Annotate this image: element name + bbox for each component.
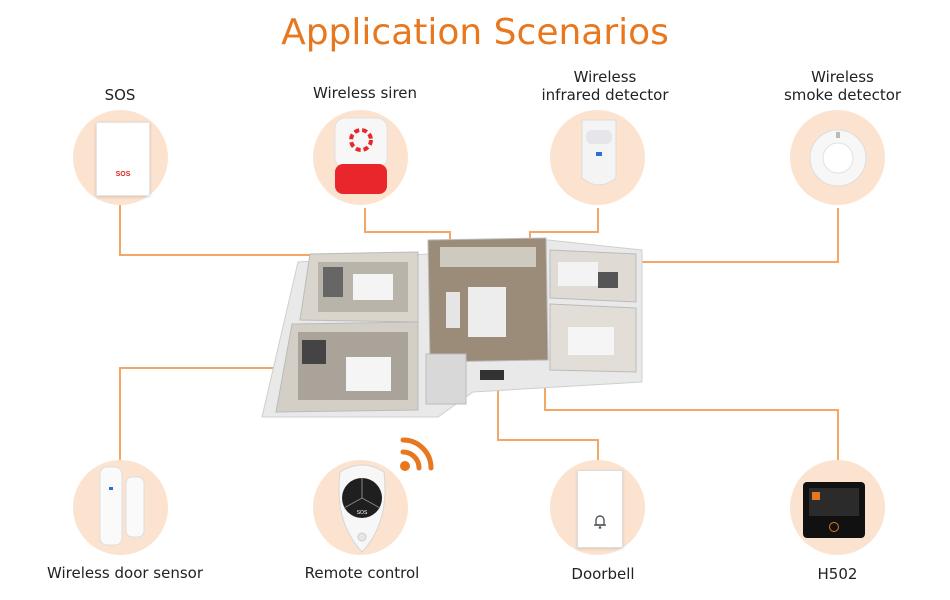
doorbell-icon (577, 470, 623, 548)
line-panel (544, 380, 839, 460)
panel-screen-tile (812, 492, 820, 500)
smoke-detector-icon (809, 129, 867, 187)
line-doorbell (497, 375, 599, 460)
smoke-label-line2: smoke detector (783, 86, 902, 104)
door-sensor-icon (99, 466, 145, 546)
line-siren (364, 208, 451, 245)
doorbell-label: Doorbell (571, 565, 635, 583)
line-door (119, 367, 285, 460)
panel-label: H502 (817, 565, 858, 583)
infrared-label-line2: infrared detector (541, 86, 669, 104)
remote-badge: SOS (357, 510, 368, 516)
siren-icon (334, 117, 388, 194)
sos-button-icon: SOS (96, 122, 150, 196)
door-sensor-label: Wireless door sensor (46, 564, 204, 582)
infrared-detector-icon (581, 119, 617, 186)
remote-label: Remote control (304, 564, 420, 582)
line-smoke (590, 208, 839, 263)
page-title: Application Scenarios (281, 12, 669, 53)
infrared-label: Wireless infrared detector (530, 68, 680, 104)
infrared-label-line1: Wireless (573, 68, 637, 86)
floor-plan-illustration (261, 237, 643, 418)
h502-panel-icon (803, 482, 865, 538)
bell-icon (594, 515, 606, 529)
remote-control-icon: SOS (338, 464, 386, 553)
siren-label: Wireless siren (312, 84, 418, 102)
sos-badge: SOS (115, 171, 131, 178)
wifi-signal-icon (400, 437, 434, 471)
sos-label: SOS (104, 86, 136, 104)
panel-home-button (829, 522, 839, 532)
panel-screen (809, 488, 859, 516)
smoke-label-line1: Wireless (811, 68, 874, 86)
smoke-label: Wireless smoke detector (770, 68, 915, 104)
